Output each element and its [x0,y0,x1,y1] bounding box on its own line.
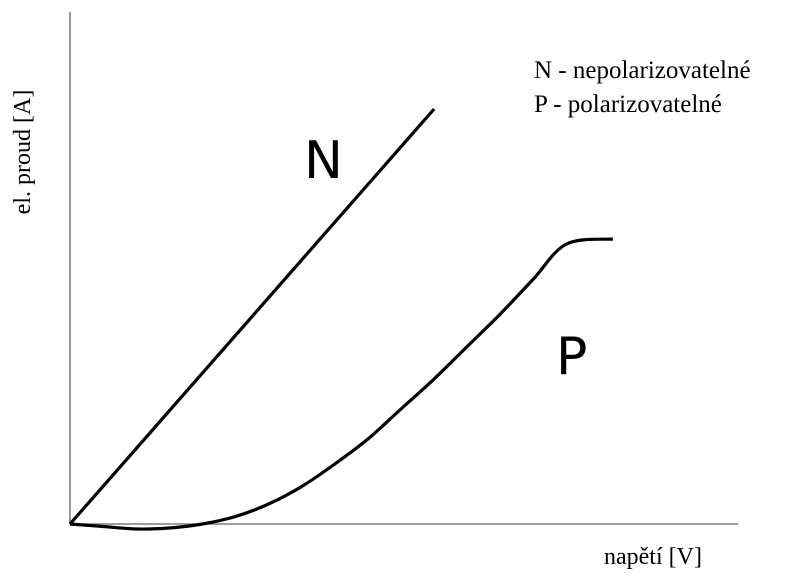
series-label-p: P [556,327,587,387]
series-line-n [68,107,436,526]
axes [69,12,738,525]
series-layer [68,107,614,531]
series-line-p [69,237,614,531]
y-axis-label: el. proud [A] [10,90,36,215]
x-axis-label: napětí [V] [604,544,702,570]
legend-entry-n: N - nepolarizovatelné [534,57,751,84]
legend: N - nepolarizovatelné P - polarizovateln… [534,57,751,118]
series-label-n: N [304,131,343,191]
legend-entry-p: P - polarizovatelné [534,91,722,118]
